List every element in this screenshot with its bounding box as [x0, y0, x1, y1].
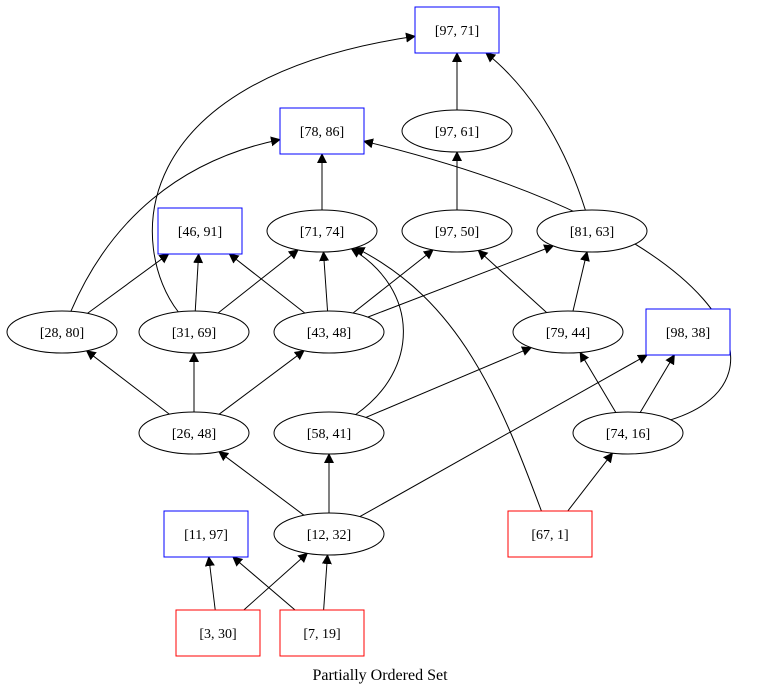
edge-26_48-to-43_48 [218, 350, 305, 415]
node-97_61: [97, 61] [401, 109, 513, 153]
node-67_1: [67, 1] [507, 510, 593, 558]
edge-74_16-to-78_86 [363, 138, 732, 421]
node-78_86-label: [78, 86] [300, 125, 344, 140]
edge-43_48-to-46_91 [228, 253, 306, 314]
node-81_63: [81, 63] [536, 209, 648, 253]
node-31_69: [31, 69] [138, 310, 250, 354]
node-46_91-box [157, 207, 243, 255]
node-67_1-box [507, 510, 593, 558]
node-7_19: [7, 19] [279, 609, 365, 657]
edge-31_69-to-97_71 [151, 32, 416, 313]
edge-7_19-to-11_97 [232, 556, 296, 611]
node-78_86-box [279, 107, 365, 155]
node-28_80-label: [28, 80] [40, 326, 84, 341]
diagram-title: Partially Ordered Set [312, 667, 448, 684]
edge-74_16-to-98_38 [639, 354, 675, 413]
edge-43_48-to-81_63 [367, 244, 555, 318]
node-43_48-label: [43, 48] [307, 326, 351, 341]
node-71_74-ellipse [266, 209, 378, 253]
node-46_91: [46, 91] [157, 207, 243, 255]
node-28_80: [28, 80] [6, 310, 118, 354]
node-7_19-label: [7, 19] [303, 627, 340, 642]
node-12_32: [12, 32] [273, 512, 385, 556]
node-97_50: [97, 50] [401, 209, 513, 253]
node-67_1-label: [67, 1] [531, 528, 568, 543]
edges-layer [70, 32, 732, 611]
node-98_38-label: [98, 38] [666, 326, 710, 341]
node-78_86: [78, 86] [279, 107, 365, 155]
node-11_97: [11, 97] [163, 510, 249, 558]
node-43_48: [43, 48] [273, 310, 385, 354]
node-58_41: [58, 41] [273, 411, 385, 455]
edge-28_80-to-78_86 [70, 136, 281, 312]
node-81_63-ellipse [536, 209, 648, 253]
edge-26_48-to-28_80 [85, 350, 170, 415]
edge-12_32-to-98_38 [359, 354, 648, 518]
node-97_50-label: [97, 50] [435, 225, 479, 240]
edge-28_80-to-46_91 [87, 253, 170, 314]
node-71_74: [71, 74] [266, 209, 378, 253]
node-74_16: [74, 16] [572, 411, 684, 455]
node-79_44: [79, 44] [512, 310, 624, 354]
node-7_19-box [279, 609, 365, 657]
node-58_41-ellipse [273, 411, 385, 455]
node-11_97-box [163, 510, 249, 558]
edge-81_63-to-97_71 [485, 52, 586, 211]
node-79_44-ellipse [512, 310, 624, 354]
node-28_80-ellipse [6, 310, 118, 354]
node-26_48: [26, 48] [138, 411, 250, 455]
edge-3_30-to-11_97 [204, 556, 216, 611]
node-3_30: [3, 30] [175, 609, 261, 657]
edge-58_41-to-79_44 [365, 346, 533, 418]
edge-79_44-to-97_50 [477, 249, 548, 314]
edge-43_48-to-97_50 [352, 249, 434, 314]
edge-79_44-to-81_63 [572, 250, 590, 312]
edge-3_30-to-12_32 [243, 552, 309, 611]
node-98_38-box [645, 308, 731, 356]
node-97_71-label: [97, 71] [435, 24, 479, 39]
node-46_91-label: [46, 91] [178, 225, 222, 240]
node-3_30-label: [3, 30] [199, 627, 236, 642]
node-97_71-box [414, 6, 500, 54]
node-11_97-label: [11, 97] [184, 528, 228, 543]
nodes-layer: [97, 71] [78, 86] [97, 61] [46, 91] [71, 74]… [6, 6, 731, 657]
node-31_69-ellipse [138, 310, 250, 354]
node-97_61-label: [97, 61] [435, 125, 479, 140]
node-98_38: [98, 38] [645, 308, 731, 356]
node-74_16-ellipse [572, 411, 684, 455]
node-3_30-box [175, 609, 261, 657]
node-81_63-label: [81, 63] [570, 225, 614, 240]
node-12_32-ellipse [273, 512, 385, 556]
node-79_44-label: [79, 44] [546, 326, 590, 341]
node-97_50-ellipse [401, 209, 513, 253]
edge-31_69-to-46_91 [193, 253, 204, 312]
edge-7_19-to-12_32 [321, 553, 332, 611]
node-26_48-ellipse [138, 411, 250, 455]
node-43_48-ellipse [273, 310, 385, 354]
node-31_69-label: [31, 69] [172, 326, 216, 341]
edge-43_48-to-71_74 [319, 250, 330, 312]
edge-67_1-to-71_74 [354, 247, 542, 512]
node-74_16-label: [74, 16] [606, 427, 650, 442]
edge-58_41-to-71_74 [350, 248, 404, 416]
node-97_61-ellipse [401, 109, 513, 153]
node-58_41-label: [58, 41] [307, 427, 351, 442]
edge-31_69-to-71_74 [217, 249, 299, 314]
edge-12_32-to-26_48 [218, 451, 305, 516]
node-71_74-label: [71, 74] [300, 225, 344, 240]
node-12_32-label: [12, 32] [307, 528, 351, 543]
node-97_71: [97, 71] [414, 6, 500, 54]
node-26_48-label: [26, 48] [172, 427, 216, 442]
edge-67_1-to-74_16 [567, 452, 614, 512]
